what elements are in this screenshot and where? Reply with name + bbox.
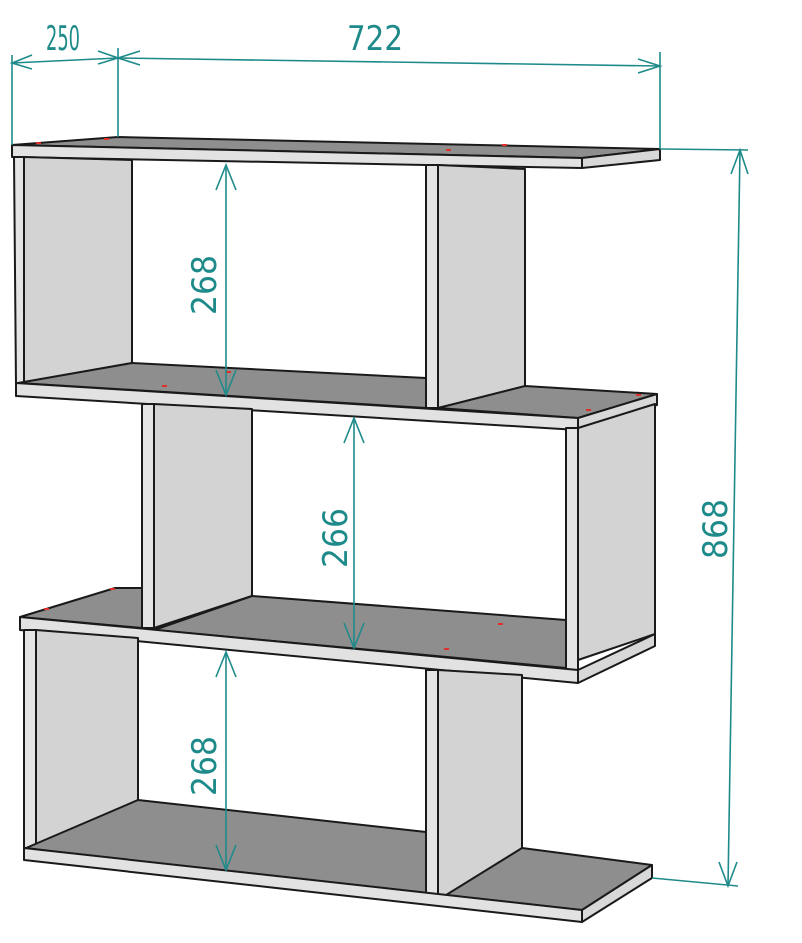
middle-divider-upper-front — [425, 164, 439, 409]
height-label: 868 — [696, 499, 736, 559]
upper-gap-label: 268 — [185, 255, 225, 315]
upper-gap-dimension: 268 — [185, 162, 237, 398]
width-dimension: 722 — [115, 19, 663, 149]
marker — [586, 409, 591, 411]
left-outer-panel-lower — [23, 629, 37, 849]
middle-left-divider-front — [141, 403, 155, 629]
right-outer-panel-middle-front — [565, 427, 579, 671]
dimension-lines: 250 722 868 268 — [9, 19, 749, 889]
marker — [636, 394, 641, 396]
marker — [444, 648, 449, 650]
depth-dimension: 250 — [9, 19, 121, 145]
middle-shelf-end — [577, 633, 656, 684]
marker — [162, 385, 167, 387]
right-outer-panel-middle-side — [577, 403, 656, 661]
height-dimension: 868 — [651, 147, 749, 889]
left-inner-panel-upper — [23, 156, 133, 386]
middle-gap-dimension: 266 — [316, 415, 365, 651]
marker — [502, 144, 507, 146]
lower-gap-label: 268 — [185, 736, 225, 796]
middle-gap-label: 266 — [316, 508, 356, 568]
top-board-end — [581, 148, 661, 169]
middle-divider-lower-front — [425, 669, 439, 901]
left-outer-panel-upper — [13, 156, 25, 386]
marker — [446, 149, 451, 151]
marker — [110, 588, 115, 590]
marker — [226, 371, 231, 373]
width-label: 722 — [347, 19, 403, 59]
depth-label: 250 — [46, 19, 80, 59]
lower-gap-dimension: 268 — [185, 649, 237, 873]
marker — [498, 623, 503, 625]
marker — [36, 142, 41, 144]
marker — [44, 608, 49, 610]
middle-left-divider-side — [153, 403, 253, 629]
middle-divider-upper-side — [437, 164, 526, 409]
assembly-markers — [36, 138, 641, 650]
marker — [104, 138, 109, 140]
shelving-unit — [11, 136, 661, 923]
